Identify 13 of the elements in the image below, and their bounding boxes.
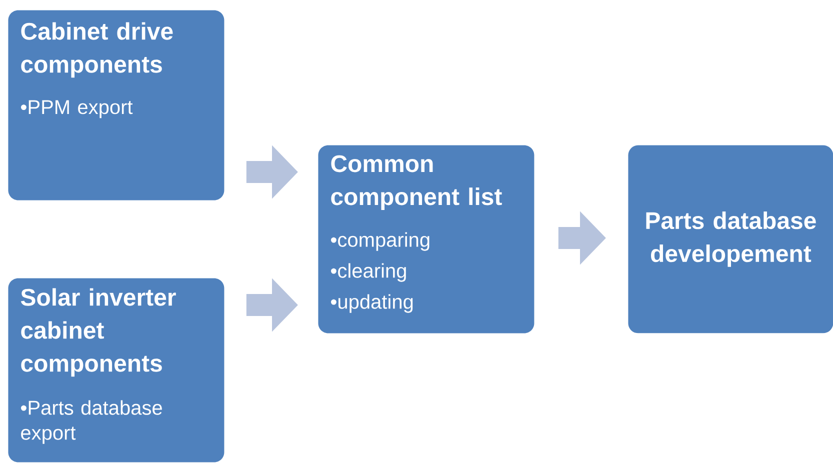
box-heading: Common component list	[331, 155, 502, 210]
process-box	[628, 145, 833, 334]
process-box	[318, 145, 534, 334]
box-heading: Cabinet drive components	[21, 22, 173, 78]
process-box	[8, 10, 224, 200]
bullet-text: •Parts database export	[21, 400, 162, 444]
box-heading: Solar inverter cabinet components	[20, 288, 176, 377]
bullet-text: •comparing	[331, 232, 430, 251]
process-box	[8, 278, 224, 462]
box-heading: Parts database developement	[646, 212, 816, 267]
bullet-text: •PPM export	[21, 100, 133, 118]
bullet-text: •clearing	[331, 263, 406, 282]
bullet-text: •updating	[331, 294, 413, 313]
